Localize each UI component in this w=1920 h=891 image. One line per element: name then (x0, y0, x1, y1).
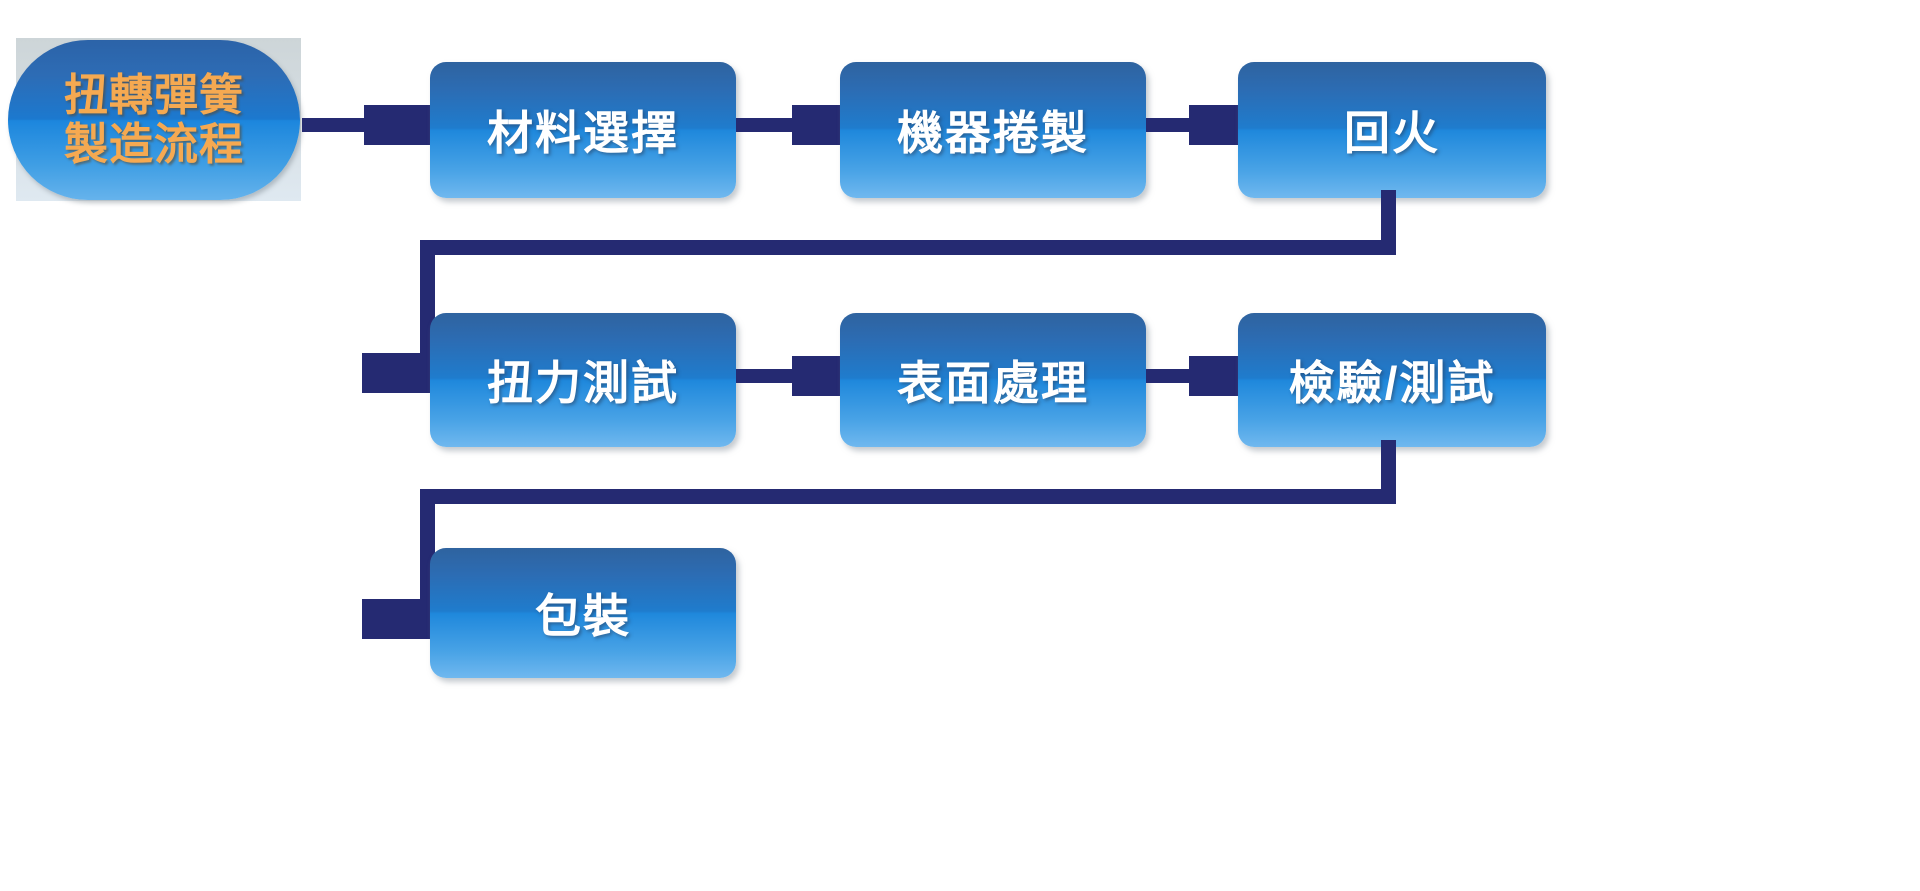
node-step-6-label: 檢驗/測試 (1288, 357, 1496, 409)
edge-step3-to-step4-horizontal (420, 240, 1396, 255)
node-step-3-label: 回火 (1344, 107, 1440, 159)
node-step-4-torque-test[interactable]: 扭力測試 (430, 313, 736, 447)
edge-title-to-step1-head (364, 105, 432, 145)
node-step-7-packaging[interactable]: 包裝 (430, 548, 736, 678)
edge-step5-to-step6-line (1146, 369, 1192, 383)
node-step-4-label: 扭力測試 (487, 357, 679, 409)
edge-step2-to-step3-line (1146, 118, 1192, 132)
edge-step6-to-step7-head (362, 599, 432, 639)
edge-step3-to-step4-head (362, 353, 432, 393)
node-step-5-label: 表面處理 (897, 357, 1089, 409)
edge-step1-to-step2-line (736, 118, 794, 132)
edge-step6-to-step7-horizontal (420, 489, 1396, 504)
node-step-2-label: 機器捲製 (897, 107, 1089, 159)
node-step-1-label: 材料選擇 (487, 107, 679, 159)
node-step-1-material-selection[interactable]: 材料選擇 (430, 62, 736, 198)
node-step-6-inspection-test[interactable]: 檢驗/測試 (1238, 313, 1546, 447)
node-step-3-tempering[interactable]: 回火 (1238, 62, 1546, 198)
edge-title-to-step1-line (302, 118, 366, 132)
edge-step3-to-step4-vertical-right (1381, 190, 1396, 254)
node-step-5-surface-treatment[interactable]: 表面處理 (840, 313, 1146, 447)
node-step-7-label: 包裝 (535, 590, 631, 642)
edge-step6-to-step7-vertical-right (1381, 440, 1396, 503)
edge-step4-to-step5-line (736, 369, 794, 383)
title-node-torsion-spring-process[interactable]: 扭轉彈簧 製造流程 (8, 40, 300, 200)
node-step-2-machine-coiling[interactable]: 機器捲製 (840, 62, 1146, 198)
title-node-label: 扭轉彈簧 製造流程 (64, 70, 244, 169)
